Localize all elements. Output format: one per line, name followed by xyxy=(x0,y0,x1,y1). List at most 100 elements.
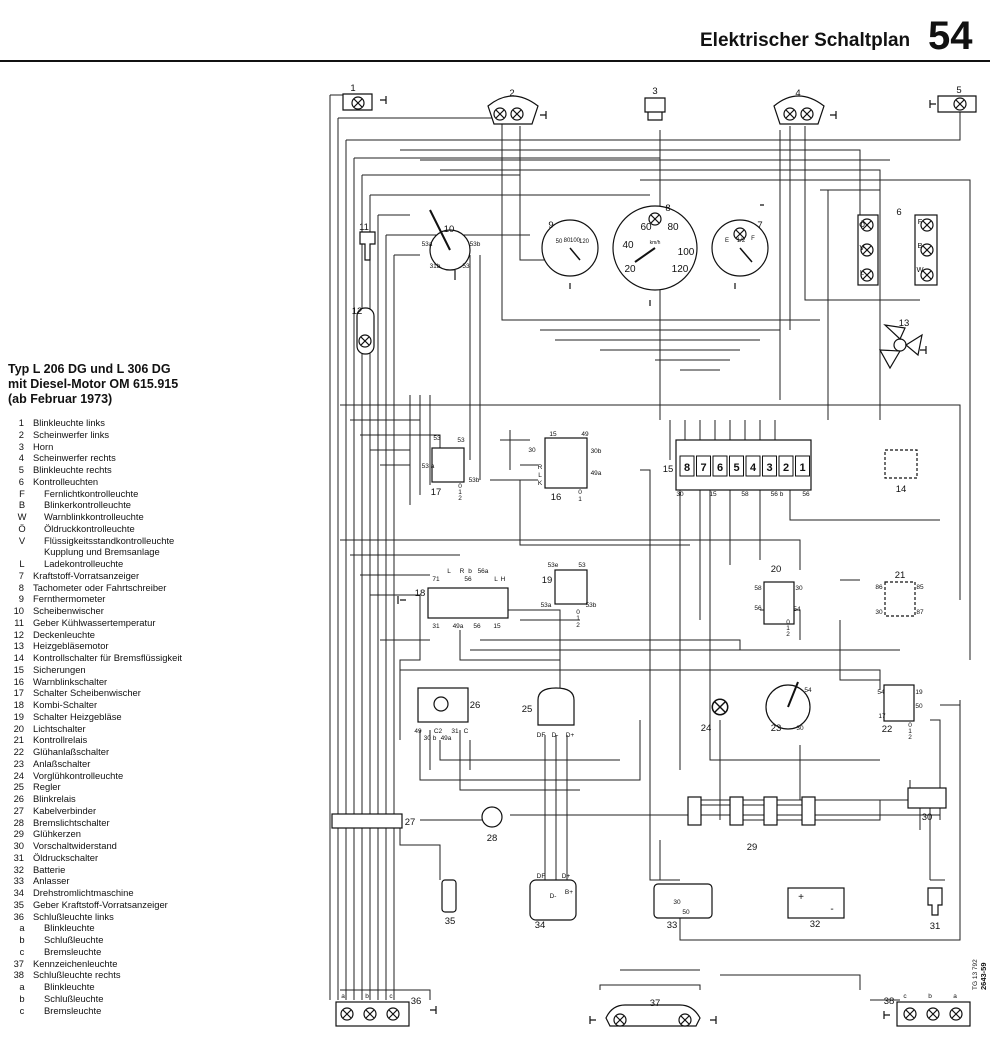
drawing-code-1: TG 13 792 xyxy=(972,959,979,990)
legend-item-number: B xyxy=(18,499,26,511)
legend-item-number: 4 xyxy=(18,452,24,464)
legend-item-label: Schalter Scheibenwischer xyxy=(33,687,141,699)
legend-item-number: 1 xyxy=(18,417,24,428)
legend-item-label: Blinkerkontrolleuchte xyxy=(44,499,132,511)
page-number: 54 xyxy=(928,14,973,58)
terminal-label: c xyxy=(389,993,393,1000)
page-title: Elektrischer Schaltplan xyxy=(700,30,911,51)
legend-item-label: Warnblinkkontrolleuchte xyxy=(44,511,144,522)
flasher-relay-symbol xyxy=(433,696,449,712)
cable-connector-body xyxy=(331,813,403,829)
legend-item-label: Kupplung und Bremsanlage xyxy=(44,546,160,558)
terminal-label: 49a xyxy=(453,623,464,630)
terminal-label: b xyxy=(928,993,932,1000)
legend-item-number: 28 xyxy=(13,816,24,828)
legend-item-label: Kontrollschalter für Bremsflüssigkeit xyxy=(33,652,183,663)
heater-fan-blades xyxy=(878,324,923,370)
alternator-body xyxy=(529,879,577,921)
legend-item-number: 15 xyxy=(13,663,24,675)
terminal-label: 30 xyxy=(796,725,804,732)
legend-item-label: Heizgebläsemotor xyxy=(33,640,109,652)
terminal-label: L xyxy=(538,472,542,479)
legend-item-number: 8 xyxy=(18,581,24,593)
legend-item-label: Kombi-Schalter xyxy=(33,699,98,710)
legend-item-number: 19 xyxy=(13,710,24,722)
component-label: 38 xyxy=(884,996,895,1007)
legend-item-number: 14 xyxy=(13,652,24,663)
component-label: 21 xyxy=(895,570,906,581)
voltage-regulator-body xyxy=(537,687,575,726)
legend-item-label: Anlaßschalter xyxy=(33,757,91,769)
terminal-label: 53 xyxy=(578,562,586,569)
legend-title: Typ L 206 DG und L 306 DG mit Diesel-Mot… xyxy=(8,362,323,407)
legend-item-label: Geber Kraftstoff-Vorratsanzeiger xyxy=(33,898,168,910)
legend-item-label: Kontrollrelais xyxy=(33,734,88,746)
terminal-label: 31 xyxy=(432,623,440,630)
legend-item-number: c xyxy=(19,1004,25,1016)
terminal-label: 49 xyxy=(414,728,422,735)
terminal-label: 54 xyxy=(877,689,885,696)
legend-item-label: Blinkleuchte rechts xyxy=(33,464,112,475)
terminal-label: 56 xyxy=(754,605,762,612)
light-switch-body xyxy=(763,581,795,625)
legend-item: c Bremsleuchte xyxy=(8,1005,323,1017)
legend-item-label: Schlußleuchte links xyxy=(33,910,114,922)
terminal-label: 2 xyxy=(576,622,580,629)
legend-item-number: 32 xyxy=(13,863,24,875)
speed-mark: 60 xyxy=(640,222,652,233)
component-label: 33 xyxy=(667,920,678,931)
fuse-terminal: 56 xyxy=(802,491,810,498)
thermo-mark: 120 xyxy=(579,239,590,245)
legend: Typ L 206 DG und L 306 DG mit Diesel-Mot… xyxy=(8,362,323,1016)
legend-item-number: 26 xyxy=(13,793,24,804)
fuse-number: 2 xyxy=(783,462,789,474)
headlamp-right-low-icon xyxy=(800,107,814,121)
turn-lamp-right-icon xyxy=(953,97,967,111)
tail-lamp-right-brake-icon xyxy=(903,1007,917,1021)
legend-item-number: 9 xyxy=(18,593,24,605)
component-label: 27 xyxy=(405,817,416,828)
terminal-label: a xyxy=(953,993,957,1000)
legend-item-number: 30 xyxy=(13,840,24,851)
fuse-number: 7 xyxy=(700,462,706,474)
legend-item-label: Flüssigkeitsstandkontrolleuchte xyxy=(44,534,175,546)
component-label: 3 xyxy=(652,86,657,97)
terminal-label: 53 xyxy=(462,263,470,270)
brake-light-switch-body xyxy=(481,806,503,828)
legend-item-label: Schlußleuchte rechts xyxy=(33,969,121,981)
legend-item-label: Öldruckkontrolleuchte xyxy=(44,522,135,534)
legend-item-label: Schlußleuchte xyxy=(44,934,104,945)
legend-item-label: Bremsleuchte xyxy=(44,1004,102,1016)
component-label: 19 xyxy=(542,575,553,586)
legend-item-number: 38 xyxy=(13,969,24,981)
legend-item-number: 7 xyxy=(18,569,24,581)
lamp-letter-fluid: V xyxy=(859,243,864,252)
terminal-label: 30 xyxy=(875,609,883,616)
fuse-cell xyxy=(712,455,728,477)
terminal-label: 54 xyxy=(793,606,801,613)
component-label: 24 xyxy=(701,723,712,734)
legend-item-number: 24 xyxy=(13,769,24,781)
terminal-label: 56 xyxy=(464,576,472,583)
legend-item-number: 35 xyxy=(13,898,24,910)
legend-item: 24 Vorglühkontrolleuchte xyxy=(8,770,323,782)
legend-item-number: 37 xyxy=(13,957,24,969)
terminal-label: 50 xyxy=(915,703,923,710)
legend-item-label: Vorglühkontrolleuchte xyxy=(33,769,124,781)
turn-lamp-left-icon xyxy=(351,96,365,110)
terminal-label: b xyxy=(365,993,369,1000)
thermometer-needle xyxy=(569,247,581,261)
